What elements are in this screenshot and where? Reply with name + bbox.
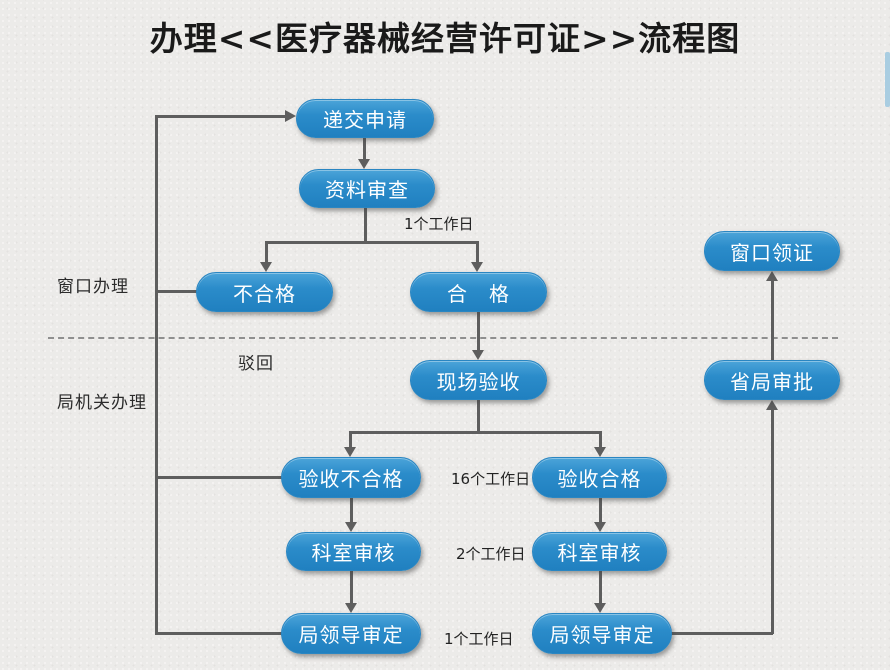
connector-leader-right-horizontal [666, 632, 773, 635]
node-dept-review-right: 科室审核 [532, 532, 667, 571]
node-inspection-fail: 验收不合格 [281, 457, 421, 498]
connector-unqualified-to-feedback [155, 290, 197, 293]
arrowhead-into-leader-right [594, 603, 606, 613]
node-qualified: 合 格 [410, 272, 547, 312]
node-dept-review-left: 科室审核 [286, 532, 421, 571]
page-title: 办理<<医疗器械经营许可证>>流程图 [149, 19, 741, 58]
connector-branch-to-qualified [476, 241, 479, 262]
connector-provincial-to-cert [771, 281, 774, 360]
connector-up-to-provincial [771, 410, 774, 634]
connector-feedback-vertical [155, 115, 158, 634]
node-inspection-pass: 验收合格 [532, 457, 667, 498]
connector-leader-left-to-feedback [155, 632, 282, 635]
node-leader-approval-right: 局领导审定 [532, 613, 672, 654]
connector-inspection-fail-to-feedback [155, 476, 282, 479]
connector-inspection-pass-to-dept [599, 498, 602, 522]
arrowhead-into-dept-right [594, 522, 606, 532]
arrowhead-into-qualified [471, 262, 483, 272]
node-collect-certificate: 窗口领证 [704, 231, 840, 271]
arrowhead-into-leader-left [345, 603, 357, 613]
connector-dept-right-to-leader [599, 571, 602, 603]
connector-submit-to-review [363, 138, 366, 159]
arrowhead-into-unqualified [260, 262, 272, 272]
arrowhead-into-cert [766, 271, 778, 281]
connector-branch-to-inspection-fail [349, 431, 352, 447]
annotation-days-leader-approval: 1个工作日 [444, 630, 514, 648]
lane-label-window: 窗口办理 [57, 277, 129, 297]
arrowhead-into-inspection-pass [594, 447, 606, 457]
connector-inspection-fail-to-dept [350, 498, 353, 522]
arrowhead-into-review [358, 159, 370, 169]
connector-branch-to-unqualified [265, 241, 268, 262]
annotation-days-site-inspection: 16个工作日 [451, 470, 531, 488]
scrollbar-thumb[interactable] [885, 52, 890, 107]
node-submit-application: 递交申请 [296, 99, 434, 138]
connector-review-stub [364, 207, 367, 243]
annotation-reject: 驳回 [238, 354, 274, 374]
arrowhead-into-inspection-fail [344, 447, 356, 457]
annotation-days-doc-review: 1个工作日 [404, 215, 474, 233]
arrowhead-into-dept-left [345, 522, 357, 532]
node-provincial-approval: 省局审批 [704, 360, 840, 400]
arrowhead-into-provincial [766, 400, 778, 410]
arrowhead-into-submit [285, 110, 296, 122]
arrowhead-into-site [472, 350, 484, 360]
lane-divider-dashed-line [48, 337, 838, 339]
node-site-inspection: 现场验收 [410, 360, 547, 400]
lane-label-bureau: 局机关办理 [57, 393, 147, 413]
connector-qualified-to-site [477, 312, 480, 350]
connector-dept-left-to-leader [350, 571, 353, 603]
connector-review-branch [265, 241, 479, 244]
connector-branch-to-inspection-pass [599, 431, 602, 447]
connector-feedback-to-submit [155, 115, 285, 118]
node-leader-approval-left: 局领导审定 [281, 613, 421, 654]
node-document-review: 资料审查 [299, 169, 435, 208]
annotation-days-dept-review: 2个工作日 [456, 545, 526, 563]
connector-site-branch [349, 431, 602, 434]
node-unqualified: 不合格 [196, 272, 333, 312]
connector-site-stub [477, 400, 480, 432]
